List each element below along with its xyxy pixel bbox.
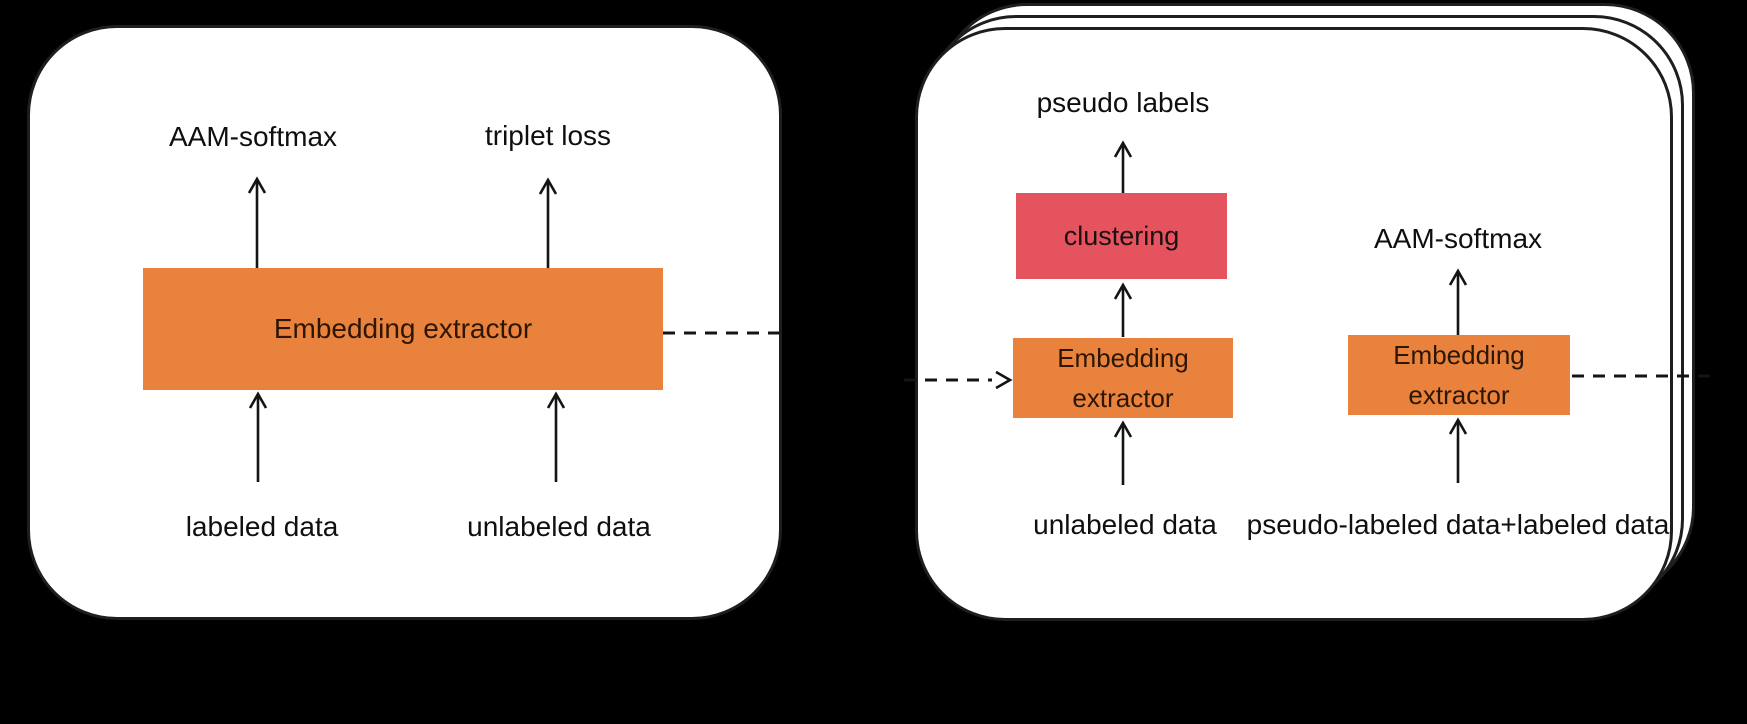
label-aam-softmax-right: AAM-softmax	[1373, 223, 1543, 254]
label-pseudo-plus-labeled-data: pseudo-labeled data+labeled data	[1246, 509, 1670, 540]
label-unlabeled-data-left: unlabeled data	[467, 511, 651, 542]
clustering-box-label: clustering	[1063, 220, 1180, 251]
label-triplet-loss: triplet loss	[484, 120, 612, 151]
label-pseudo-labels: pseudo labels	[1036, 87, 1210, 118]
label-unlabeled-data-right: unlabeled data	[1033, 509, 1217, 540]
embedding-extractor-box-right-2-label: Embedding extractor	[1393, 340, 1525, 410]
panel-iterative-clustering	[915, 27, 1673, 621]
label-labeled-data: labeled data	[185, 511, 339, 542]
embedding-extractor-box-right-2: Embedding extractor	[1348, 335, 1570, 415]
embedding-extractor-box-right-1-label: Embedding extractor	[1057, 343, 1189, 413]
embedding-extractor-box-left-label: Embedding extractor	[273, 313, 533, 344]
clustering-box: clustering	[1016, 193, 1227, 279]
embedding-extractor-box-right-1: Embedding extractor	[1013, 338, 1233, 418]
label-aam-softmax-left: AAM-softmax	[168, 121, 338, 152]
embedding-extractor-box-left: Embedding extractor	[143, 268, 663, 390]
